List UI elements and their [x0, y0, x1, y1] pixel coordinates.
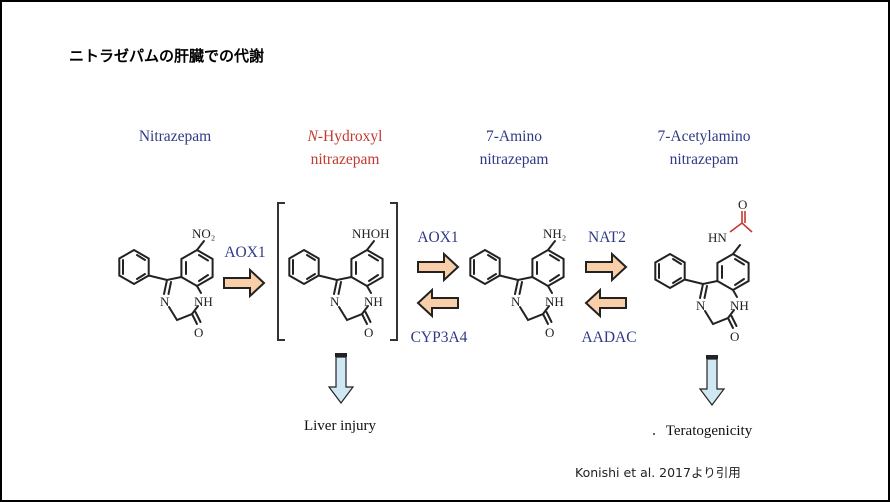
acetyl-oxygen: O — [738, 197, 747, 212]
compound-4-name: 7-Acetylamino — [658, 128, 751, 145]
enzyme-aox1-step1: AOX1 — [224, 244, 265, 261]
substituent-nhoh: NHOH — [352, 226, 390, 241]
arrow-left-step3 — [585, 289, 627, 317]
atom-nh: NH — [194, 294, 213, 309]
atom-nh: NH — [364, 294, 383, 309]
arrow-down-liver — [328, 352, 354, 404]
enzyme-cyp3a4: CYP3A4 — [411, 329, 468, 346]
atom-o: O — [194, 325, 203, 340]
compound-3-name: 7-Amino — [486, 128, 542, 145]
enzyme-nat2: NAT2 — [588, 229, 626, 246]
atom-o: O — [545, 325, 554, 340]
7-acetylamino-nitrazepam-structure: N NH O HN O — [654, 197, 753, 344]
atom-n: N — [160, 294, 170, 309]
enzyme-aox1-step2: AOX1 — [417, 229, 458, 246]
substituent-no2: NO₂ — [192, 226, 215, 241]
7-amino-nitrazepam-structure: N NH O NH₂ — [469, 226, 566, 340]
substituent-nh2: NH₂ — [543, 226, 566, 241]
n-hydroxyl-nitrazepam-structure: N NH O NHOH — [288, 226, 390, 340]
atom-nh: NH — [730, 298, 749, 313]
outcome-teratogenicity: Teratogenicity — [666, 423, 753, 439]
nitrazepam-structure: N NH O NO₂ — [118, 226, 215, 340]
atom-nh: NH — [545, 294, 564, 309]
slide-title: ニトラゼパムの肝臓での代謝 — [69, 47, 265, 65]
bracket-right — [390, 202, 398, 341]
stray-dot — [653, 433, 655, 435]
compound-2-name-rest: -Hydroxyl — [318, 128, 383, 145]
atom-o: O — [730, 329, 739, 344]
substituent-hn: HN — [708, 230, 727, 245]
outcome-liver-injury: Liver injury — [304, 418, 377, 434]
atom-n: N — [511, 294, 521, 309]
arrow-left-step2 — [417, 289, 459, 317]
arrow-right-step1 — [223, 269, 265, 297]
compound-2-name-line2: nitrazepam — [311, 151, 380, 168]
compound-4-name-line2: nitrazepam — [670, 151, 739, 168]
arrow-right-step3 — [585, 253, 627, 281]
citation: Konishi et al. 2017より引用 — [575, 465, 741, 480]
enzyme-aadac: AADAC — [581, 329, 636, 346]
compound-3-name-line2: nitrazepam — [480, 151, 549, 168]
arrow-right-step2 — [417, 253, 459, 281]
arrow-down-terato — [699, 354, 725, 406]
bracket-left — [277, 202, 285, 341]
compound-1-name: Nitrazepam — [139, 128, 211, 145]
italic-n: N — [307, 128, 320, 145]
atom-n: N — [330, 294, 340, 309]
atom-n: N — [696, 298, 706, 313]
atom-o: O — [364, 325, 373, 340]
compound-2-name: N-Hydroxyl — [307, 128, 383, 145]
